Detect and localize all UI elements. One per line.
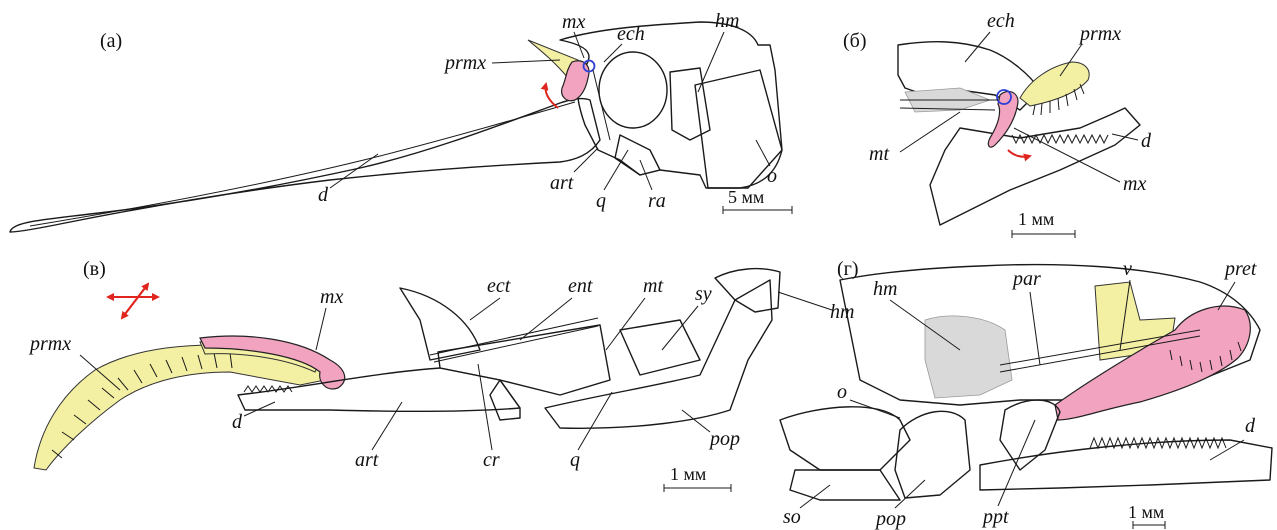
panel-g-label-pop: pop (874, 508, 906, 530)
panel-a-dentary-inner-line (30, 102, 575, 226)
panel-v-label-sy: sy (695, 283, 712, 305)
panel-b: (б) ech prmx mt d mx 1 мм (843, 10, 1152, 238)
panel-g-label-hm: hm (873, 278, 897, 300)
panel-g-scale-bar (1133, 521, 1165, 529)
panel-g-opercle (780, 407, 910, 470)
panel-b-label-d: d (1141, 130, 1152, 152)
panel-a-scale-bar (723, 206, 792, 214)
panel-v-leader-d (244, 402, 275, 416)
panel-b-leader-d (1112, 134, 1138, 140)
panel-a-leader-prmx (492, 60, 560, 63)
panel-v-label-ect: ect (487, 275, 511, 297)
panel-g-leader-so (800, 485, 830, 508)
panel-b-label-ech: ech (987, 10, 1015, 32)
panel-a-orbit (599, 52, 667, 128)
panel-a-label-hm: hm (715, 10, 739, 32)
panel-v-leader-q (578, 392, 612, 450)
panel-g-label-pret: pret (1223, 258, 1257, 280)
panel-a-label-ra: ra (648, 190, 666, 212)
panel-g-leader-d (1210, 440, 1244, 460)
panel-a-leader-hm (698, 32, 724, 92)
panel-b-lower-jaw (930, 108, 1140, 225)
panel-v-leader-hm (778, 292, 832, 310)
panel-v-leader-mx (316, 308, 326, 350)
panel-a-leader-o (756, 140, 770, 166)
panel-a-leader-art (574, 148, 598, 172)
panel-b-label-mt: mt (869, 143, 889, 165)
panel-b-label-mx: mx (1123, 173, 1146, 195)
panel-a-leader-mx (574, 32, 584, 58)
panel-v-symplectic (620, 320, 700, 375)
panel-g-dentary (980, 440, 1272, 490)
panel-v-label-pop: pop (708, 428, 740, 450)
panel-a-label-ech: ech (617, 23, 645, 45)
panel-v-leader-art (372, 402, 402, 450)
panel-a-label-q: q (596, 190, 606, 212)
panel-v-ectopterygoid (400, 288, 480, 360)
panel-b-rotation-arrow (1008, 150, 1030, 157)
panel-a-label-mx: mx (562, 11, 585, 33)
panel-b-scale-label: 1 мм (1018, 209, 1054, 229)
panel-v-tag: (в) (83, 258, 106, 280)
panel-g-hyomandibular-shade (925, 316, 1012, 398)
panel-g-label-ppt: ppt (981, 506, 1009, 528)
panel-g-label-so: so (783, 506, 801, 528)
panel-v-label-cr: cr (483, 449, 500, 471)
panel-g-leader-o (850, 400, 900, 418)
panel-a-ethmoid-line (593, 70, 610, 140)
panel-v-label-q: q (570, 449, 580, 471)
panel-g-scale-label: 1 мм (1128, 502, 1164, 522)
panel-v-label-art: art (355, 449, 379, 471)
panel-v-label-prmx: prmx (28, 333, 71, 355)
panel-b-tag: (б) (843, 30, 867, 52)
panel-v-leader-sy (662, 306, 698, 350)
panel-a-label-art: art (550, 172, 574, 194)
panel-g: (г) hm par v pret o d so p (780, 258, 1272, 530)
panel-g-leader-par (1030, 292, 1040, 365)
panel-v-label-d: d (232, 411, 243, 433)
panel-a-label-o: o (767, 165, 777, 187)
panel-v-label-mx: mx (320, 286, 343, 308)
panel-g-label-d: d (1245, 415, 1256, 437)
panel-g-subopercle (790, 470, 900, 500)
panel-g-label-o: o (837, 381, 847, 403)
panel-g-label-v: v (1123, 258, 1132, 280)
panel-v-label-hm: hm (830, 301, 854, 323)
panel-v-label-mt: mt (643, 275, 663, 297)
panel-a-tag: (а) (100, 30, 122, 52)
panel-a-label-d: d (318, 184, 329, 206)
panel-a-dentary-outline (10, 99, 600, 232)
panel-b-scale-bar (1012, 230, 1075, 238)
panel-a-quadrate (615, 135, 660, 175)
panel-v-articular (490, 380, 520, 420)
panel-g-label-par: par (1011, 268, 1041, 290)
panel-v-label-ent: ent (568, 275, 593, 297)
panel-g-preopercle (895, 411, 970, 498)
panel-v-arrow-d-down (122, 284, 148, 318)
panel-b-leader-mt (900, 112, 960, 152)
panel-a-label-prmx: prmx (443, 52, 486, 74)
panel-v-premaxilla (34, 345, 325, 470)
panel-b-premaxilla (1020, 62, 1089, 106)
panel-v-metapterygoid (438, 325, 610, 395)
panel-b-leader-ech (965, 32, 990, 62)
panel-b-label-prmx: prmx (1078, 23, 1121, 45)
panel-v: (в) mx ect ent mt sy hm (28, 258, 854, 492)
panel-a: (а) mx ech hm prmx d art q r (10, 10, 792, 232)
panel-v-scale-label: 1 мм (670, 464, 706, 484)
panel-v-scale-bar (664, 484, 731, 492)
panel-b-teeth (1012, 135, 1108, 143)
panel-v-leader-ect (470, 298, 500, 320)
panel-a-leader-d (330, 154, 378, 188)
panel-a-scale-label: 5 мм (728, 187, 764, 207)
